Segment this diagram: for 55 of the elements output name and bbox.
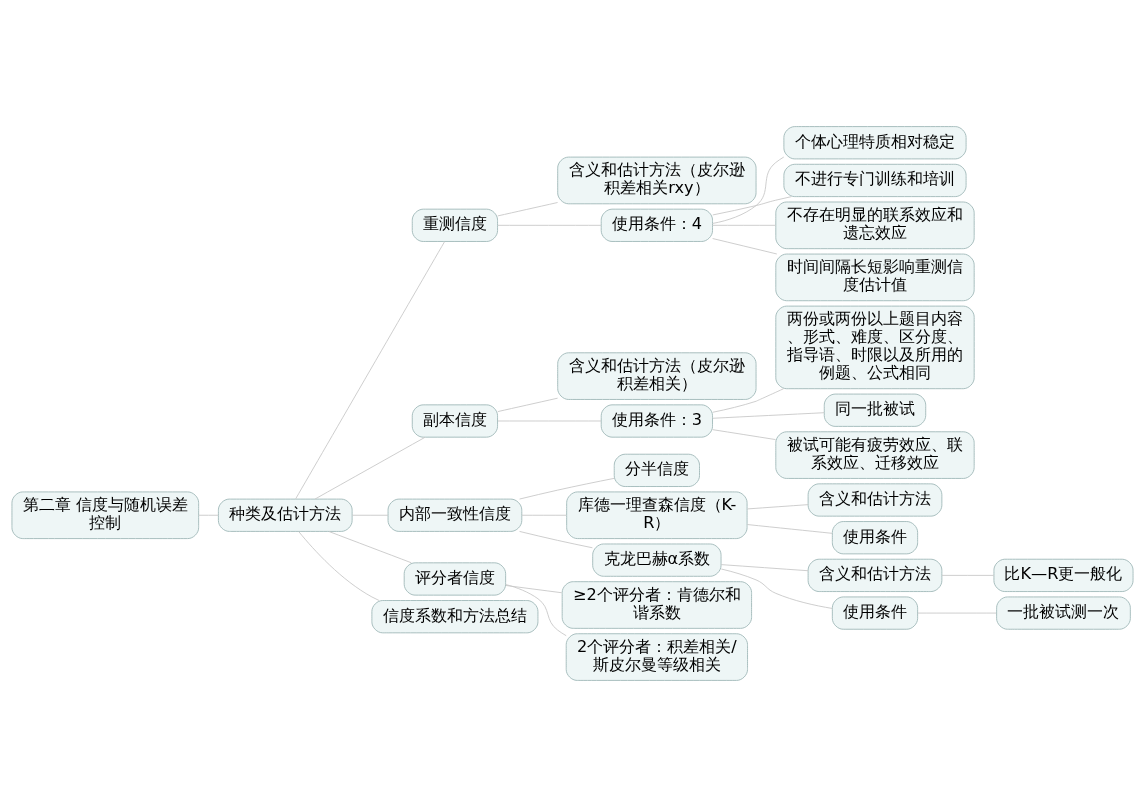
- node-box: 分半信度: [613, 453, 700, 487]
- connector: [497, 224, 602, 226]
- node-box: 使用条件：3: [600, 403, 713, 438]
- connector: [295, 240, 446, 499]
- node-box: 第二章 信度与随机误差控制: [11, 490, 200, 539]
- node-box: 个体心理特质相对稳定: [783, 125, 967, 159]
- connector: [519, 530, 593, 548]
- node-box: 不存在明显的联系效应和遗忘效应: [775, 201, 975, 249]
- connector: [941, 574, 995, 576]
- node-box: 使用条件：4: [600, 208, 713, 242]
- node-box: 含义和估计方法（皮尔逊积差相关）: [557, 351, 757, 400]
- node-box: 评分者信度: [403, 561, 507, 596]
- node-box: 被试可能有疲劳效应、联系效应、迁移效应: [775, 430, 975, 479]
- connector: [521, 514, 567, 516]
- node-box: 两份或两份以上题目内容、形式、难度、区分度、指导语、时限以及所用的例题、公式相同: [775, 305, 975, 389]
- connector: [720, 563, 809, 571]
- connector: [298, 530, 380, 601]
- node-box: 2个评分者：积差相关/斯皮尔曼等级相关: [565, 632, 748, 681]
- connector: [519, 477, 615, 499]
- connector: [712, 411, 825, 419]
- connector: [497, 201, 559, 216]
- node-box: 比K—R更一般化: [993, 558, 1134, 592]
- connector: [198, 514, 219, 516]
- node-box: 时间间隔长短影响重测信度估计值: [775, 253, 975, 301]
- node-box: 重测信度: [411, 208, 498, 242]
- connector: [712, 195, 792, 215]
- node-box: 使用条件: [831, 520, 919, 554]
- node-box: 含义和估计方法: [807, 482, 943, 517]
- connector: [328, 530, 412, 563]
- connector: [505, 584, 563, 593]
- node-box: 内部一致性信度: [387, 498, 523, 532]
- connector: [746, 523, 833, 534]
- node-box: ≥2个评分者：肯德尔和谐系数: [561, 580, 753, 629]
- connector: [720, 568, 833, 609]
- node-box: 含义和估计方法（皮尔逊积差相关rxy）: [557, 156, 757, 204]
- node-box: 副本信度: [411, 403, 498, 438]
- connector: [712, 387, 785, 413]
- connector: [351, 514, 389, 516]
- node-box: 信度系数和方法总结: [371, 599, 539, 633]
- connector: [712, 156, 785, 224]
- node-box: 一批被试测一次: [996, 595, 1131, 630]
- node-box: 含义和估计方法: [807, 558, 943, 592]
- connector: [712, 237, 778, 254]
- node-box: 库德一理查森信度（K-R）: [566, 490, 748, 539]
- connector: [505, 583, 567, 636]
- connector: [314, 436, 426, 499]
- node-box: 同一批被试: [823, 393, 927, 427]
- connector: [712, 428, 776, 440]
- node-box: 不进行专门训练和培训: [783, 163, 967, 197]
- connector: [497, 397, 559, 412]
- node-box: 使用条件: [831, 595, 919, 630]
- node-box: 种类及估计方法: [217, 498, 353, 532]
- connector: [746, 503, 809, 509]
- connector: [712, 224, 776, 226]
- node-box: 克龙巴赫α系数: [592, 543, 722, 577]
